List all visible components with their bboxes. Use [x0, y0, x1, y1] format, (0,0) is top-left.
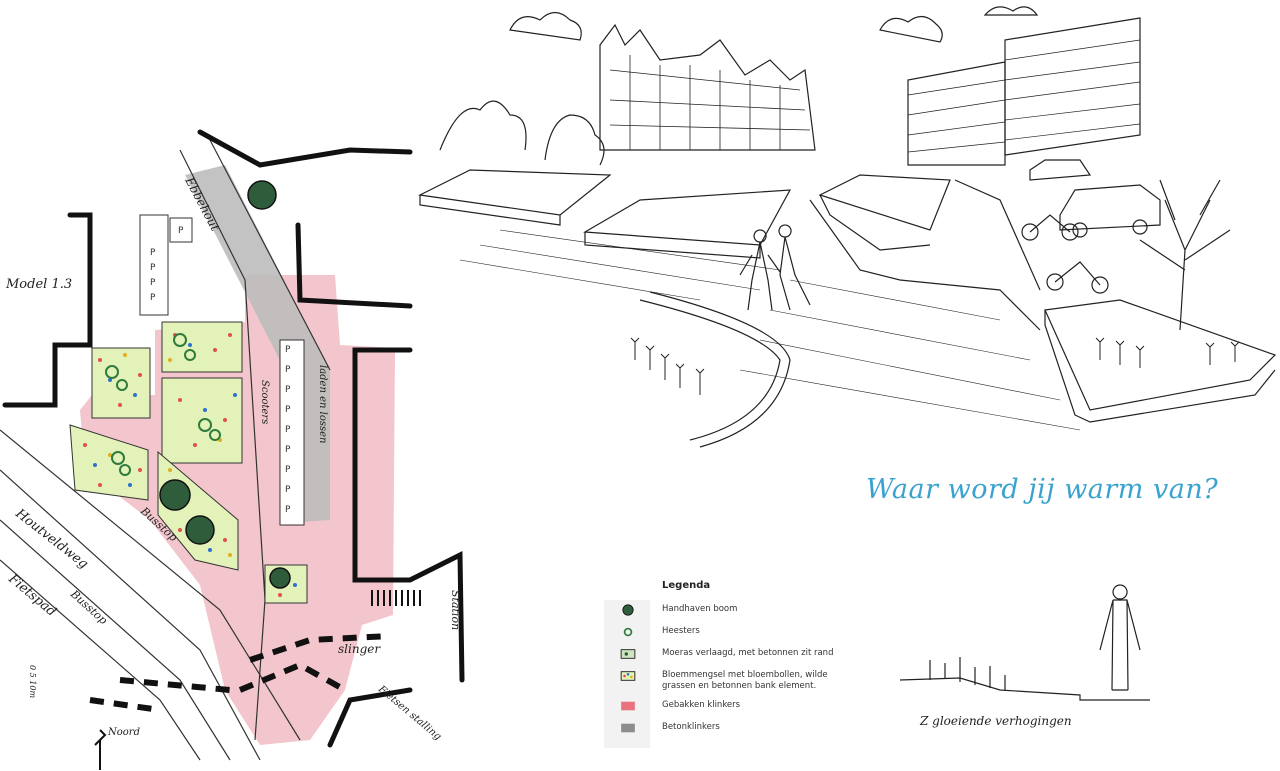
parking-letter: P	[285, 465, 291, 475]
flower-mix-icon	[620, 671, 636, 681]
parking-letter: P	[150, 293, 156, 303]
car-sketch	[1059, 184, 1161, 231]
tree-icon	[247, 180, 277, 210]
legend-label: Betonklinkers	[662, 722, 720, 732]
historic-building	[599, 23, 816, 151]
label-scale: 0 5 10m	[28, 665, 37, 698]
raised-planter	[818, 174, 951, 231]
north-arrow-icon	[94, 729, 107, 770]
tree-icon	[622, 604, 634, 616]
tree-icon	[269, 567, 291, 589]
parking-letter: P	[178, 226, 184, 236]
label-noord: Noord	[107, 727, 140, 738]
raised-planter	[583, 189, 792, 246]
person-figure	[739, 229, 781, 311]
parking-letter: P	[150, 263, 156, 273]
parking-column	[279, 339, 305, 526]
parking-letter: P	[285, 405, 291, 415]
parking-letter: P	[285, 445, 291, 455]
label-laden-lossen: laden en lossen	[317, 365, 328, 443]
site-plan: P P P P P P P P P P P P P P Model 1.3 Eb…	[0, 129, 465, 770]
label-fietspad: Fietspad	[5, 571, 59, 620]
parking-letter: P	[285, 505, 291, 515]
apartment-block	[1004, 17, 1141, 156]
red-brick-icon	[621, 701, 635, 711]
legend-label: Handhaven boom	[662, 604, 738, 614]
tree-icon	[185, 515, 215, 545]
tagline: Waar word jij warm van?	[866, 474, 1219, 505]
label-busstop-2: Busstop	[67, 587, 110, 627]
parking-letter: P	[285, 485, 291, 495]
legend-label: Moeras verlaagd, met betonnen zit rand	[662, 648, 834, 658]
model-label: Model 1.3	[5, 277, 72, 292]
legend-label: Bloemmengsel met bloembollen, wilde gras…	[662, 670, 828, 691]
parking-letter: P	[150, 278, 156, 288]
section-label: Z gloeiende verhogingen	[919, 714, 1072, 728]
legend: Legenda Handhaven boom Heesters Moeras v…	[604, 576, 864, 748]
planting-bed	[69, 424, 149, 501]
parking-column-upper	[139, 214, 193, 316]
tree-sketch	[1139, 179, 1231, 331]
parking-letter: P	[285, 365, 291, 375]
concrete-icon	[621, 723, 635, 733]
parking-letter: P	[285, 345, 291, 355]
marsh-icon	[620, 649, 636, 659]
legend-label: Gebakken klinkers	[662, 700, 741, 710]
person-figure	[1099, 584, 1141, 691]
label-scooters: Scooters	[259, 380, 270, 424]
legend-label: Heesters	[662, 626, 700, 636]
parking-letter: P	[285, 385, 291, 395]
tree-icon	[159, 479, 191, 511]
legend-title: Legenda	[662, 580, 711, 591]
planting-bed	[161, 377, 243, 464]
bike-rack	[371, 590, 421, 606]
car-sketch	[1029, 159, 1092, 181]
apartment-block	[907, 61, 1006, 166]
label-station: Station	[449, 590, 462, 630]
label-slinger: slinger	[338, 642, 381, 656]
person-figure	[778, 224, 811, 311]
parking-letter: P	[150, 248, 156, 258]
shrub-icon	[623, 627, 633, 637]
planting-bed	[161, 321, 243, 373]
raised-planter	[1044, 299, 1277, 411]
parking-letter: P	[285, 425, 291, 435]
